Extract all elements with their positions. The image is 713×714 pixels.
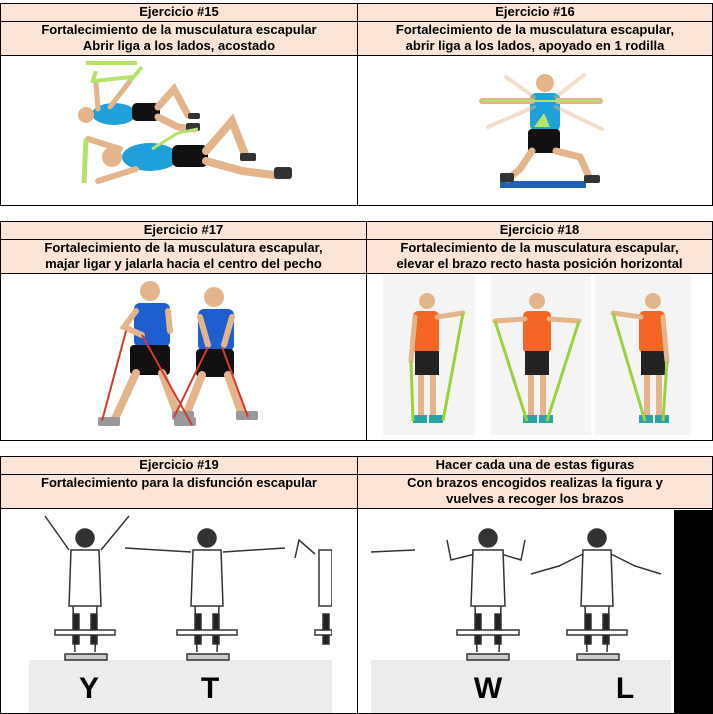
exercise-15-image bbox=[2, 57, 356, 205]
letter-w: W bbox=[474, 672, 503, 705]
exercise-16-desc-line1: Fortalecimiento de la musculatura escapu… bbox=[395, 22, 675, 37]
exercise-18-description: Fortalecimiento de la musculatura escapu… bbox=[367, 240, 712, 274]
exercise-18-image bbox=[367, 275, 712, 440]
figures-desc-line1: Con brazos encogidos realizas la figura … bbox=[407, 475, 663, 490]
lying-figure-1 bbox=[78, 61, 200, 133]
exercise-15-desc-line2: Abrir liga a los lados, acostado bbox=[82, 38, 276, 53]
letter-l: L bbox=[616, 672, 634, 705]
exercise-17-desc-line2: majar ligar y jalarla hacia el centro de… bbox=[45, 256, 322, 271]
exercise-15-title: Ejercicio #15 bbox=[1, 4, 357, 22]
w-figure bbox=[446, 528, 526, 661]
exercise-19-description: Fortalecimiento para la disfunción escap… bbox=[1, 475, 357, 509]
exercise-17-image bbox=[2, 275, 365, 440]
kneeling-figure bbox=[479, 73, 604, 183]
exercise-18-desc-line1: Fortalecimiento de la musculatura escapu… bbox=[400, 240, 679, 255]
exercise-16-title: Ejercicio #16 bbox=[358, 4, 712, 22]
exercise-15-desc-line1: Fortalecimiento de la musculatura escapu… bbox=[41, 22, 317, 37]
lying-figure-2 bbox=[81, 113, 292, 184]
standing-figure-2 bbox=[172, 287, 258, 420]
orange-figure-2 bbox=[492, 293, 582, 423]
letter-y: Y bbox=[79, 672, 99, 705]
figures-title: Hacer cada una de estas figuras bbox=[358, 457, 712, 475]
exercise-16-description: Fortalecimiento de la musculatura escapu… bbox=[358, 22, 712, 56]
exercise-15-description: Fortalecimiento de la musculatura escapu… bbox=[1, 22, 357, 56]
exercise-18-title: Ejercicio #18 bbox=[367, 222, 712, 240]
exercise-table-row3: Ejercicio #19 Fortalecimiento para la di… bbox=[0, 456, 713, 714]
orange-figure-3 bbox=[610, 293, 670, 423]
exercise-19-desc-line1: Fortalecimiento para la disfunción escap… bbox=[41, 475, 317, 490]
letter-t: T bbox=[201, 672, 219, 705]
partial-arm bbox=[371, 549, 416, 553]
figures-description: Con brazos encogidos realizas la figura … bbox=[358, 475, 712, 509]
partial-figure bbox=[294, 538, 332, 645]
exercise-16-image bbox=[358, 57, 712, 205]
exercise-18-desc-line2: elevar el brazo recto hasta posición hor… bbox=[396, 256, 683, 271]
t-figure bbox=[124, 528, 286, 661]
l-figure bbox=[530, 528, 662, 661]
exercise-17-desc-line1: Fortalecimiento de la musculatura escapu… bbox=[44, 240, 323, 255]
orange-figure-1 bbox=[408, 293, 466, 423]
y-figure bbox=[44, 515, 130, 661]
black-side-bar bbox=[674, 510, 712, 713]
yt-figures-image: Y T bbox=[29, 510, 332, 713]
exercise-19-title: Ejercicio #19 bbox=[1, 457, 357, 475]
exercise-table-row2: Ejercicio #17 Fortalecimiento de la musc… bbox=[0, 221, 713, 441]
exercise-17-description: Fortalecimiento de la musculatura escapu… bbox=[1, 240, 366, 274]
exercise-table-row1: Ejercicio #15 Fortalecimiento de la musc… bbox=[0, 3, 713, 206]
exercise-16-desc-line2: abrir liga a los lados, apoyado en 1 rod… bbox=[405, 38, 665, 53]
exercise-17-title: Ejercicio #17 bbox=[1, 222, 366, 240]
wl-figures-image: W L bbox=[371, 510, 671, 713]
figures-desc-line2: vuelves a recoger los brazos bbox=[446, 491, 624, 506]
